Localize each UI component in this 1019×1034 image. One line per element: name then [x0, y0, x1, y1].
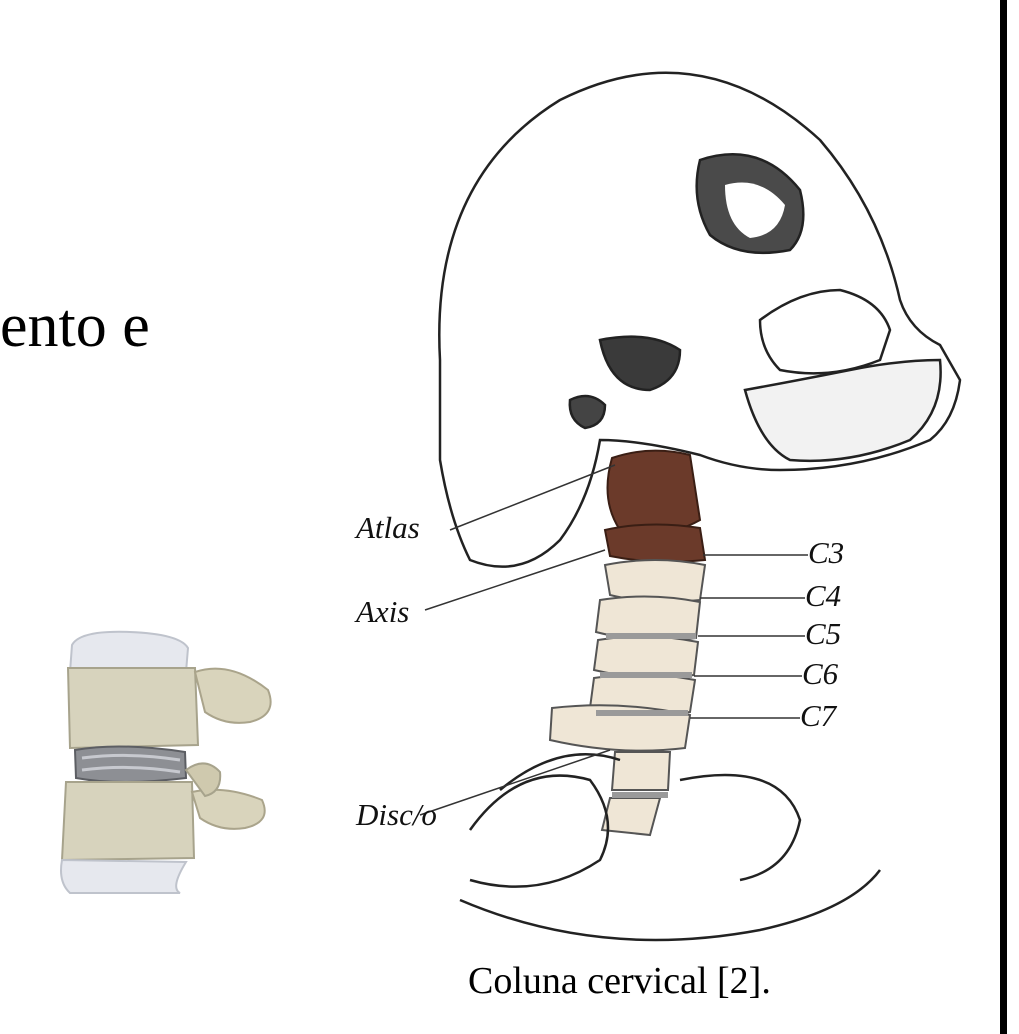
label-c3: C3 — [808, 535, 844, 570]
disc-implant-image — [61, 632, 271, 893]
label-axis: Axis — [354, 594, 409, 629]
skull-drawing — [439, 73, 960, 567]
label-c6: C6 — [802, 656, 839, 691]
label-disco: Disc/o — [355, 797, 437, 832]
figure-caption: Coluna cervical [2]. — [468, 962, 771, 1000]
label-c7: C7 — [800, 698, 838, 733]
ribs-outline — [460, 754, 880, 940]
label-atlas: Atlas — [354, 510, 420, 545]
slide-border — [1000, 0, 1007, 1034]
label-c5: C5 — [805, 616, 841, 651]
label-c4: C4 — [805, 578, 841, 613]
